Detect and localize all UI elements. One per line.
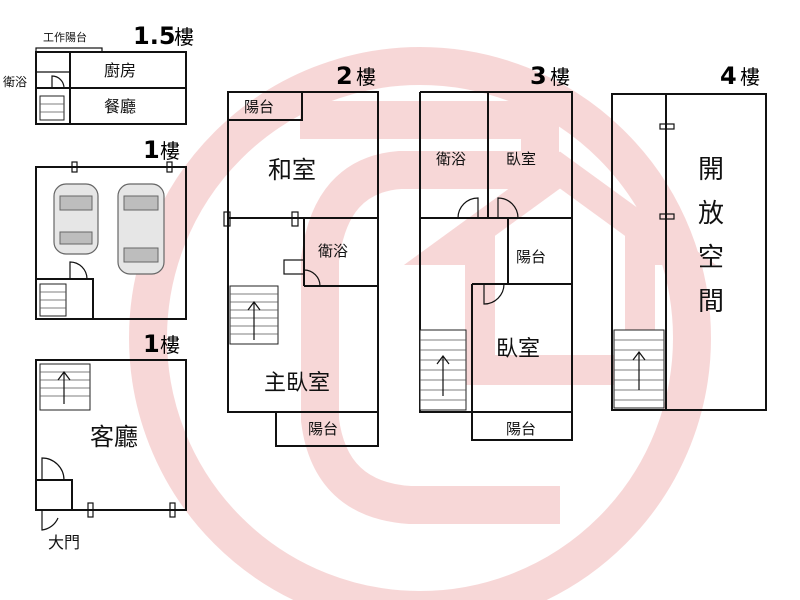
floor-1-garage: 1 樓	[35, 136, 187, 320]
floor-2: 2 樓 陽台 和室 衛浴 主臥室 陽台	[223, 62, 379, 447]
floor-1-5-bath-label: 衛浴	[3, 75, 27, 89]
floor-1-5-number: 1.5	[133, 22, 176, 50]
floor-2-suffix: 樓	[356, 65, 376, 89]
floor-3-bath-label: 衛浴	[436, 150, 466, 168]
floor-1-living-suffix: 樓	[160, 333, 180, 357]
floor-2-bath-label: 衛浴	[318, 242, 348, 260]
garage-outline	[35, 166, 187, 320]
japanese-room-label: 和室	[268, 156, 316, 184]
floor-1-garage-suffix: 樓	[160, 139, 180, 163]
floor-3-number: 3	[530, 62, 547, 90]
floor-2-outline	[227, 91, 379, 447]
floor-3-balcony-mid: 陽台	[516, 248, 546, 266]
floor-4-number: 4	[720, 62, 737, 90]
floor-3-suffix: 樓	[550, 65, 570, 89]
work-balcony-label: 工作陽台	[43, 30, 87, 44]
floor-2-balcony-bottom: 陽台	[308, 420, 338, 438]
car-icon	[53, 183, 99, 255]
floor-3-outline	[419, 91, 573, 441]
floor-1-living: 1 樓 客廳 大門	[35, 330, 187, 552]
living-room-label: 客廳	[90, 423, 138, 451]
floor-4-outline	[611, 93, 767, 411]
floor-4-suffix: 樓	[740, 65, 760, 89]
open-space-char-4: 間	[698, 287, 724, 317]
entrance-door-icon	[41, 510, 59, 531]
living-stairs	[39, 363, 91, 411]
floor-2-balcony-top: 陽台	[244, 98, 274, 116]
floor-1-5-stairs	[39, 95, 65, 121]
garage-door-icon	[69, 261, 88, 280]
floor-2-number: 2	[336, 62, 353, 90]
floor-1-living-number: 1	[143, 330, 160, 358]
floor-4: 4 樓 開 放 空 間	[611, 62, 767, 411]
living-floor-outline	[35, 359, 187, 511]
floor-4-stairs	[613, 329, 665, 409]
open-space-char-3: 空	[698, 243, 724, 273]
floor-3-bedroom-top-label: 臥室	[506, 150, 536, 168]
dining-label: 餐廳	[104, 97, 136, 116]
open-space-char-2: 放	[698, 199, 724, 229]
master-bedroom-label: 主臥室	[264, 371, 330, 396]
floor-1-5: 工作陽台 1.5 樓 衛浴 廚房 餐廳	[3, 22, 194, 125]
car-icon	[117, 183, 165, 275]
floor-3: 3 樓 衛浴 臥室 陽台 臥室 陽台	[419, 62, 573, 441]
open-space-char-1: 開	[698, 155, 724, 185]
floor-1-5-suffix: 樓	[174, 25, 194, 49]
kitchen-label: 廚房	[104, 61, 136, 80]
floor-3-balcony-bottom: 陽台	[506, 420, 536, 438]
floor-1-garage-number: 1	[143, 136, 160, 164]
watermark-logo	[129, 47, 717, 600]
floor-3-bedroom-label: 臥室	[496, 337, 540, 362]
entrance-label: 大門	[48, 533, 80, 552]
